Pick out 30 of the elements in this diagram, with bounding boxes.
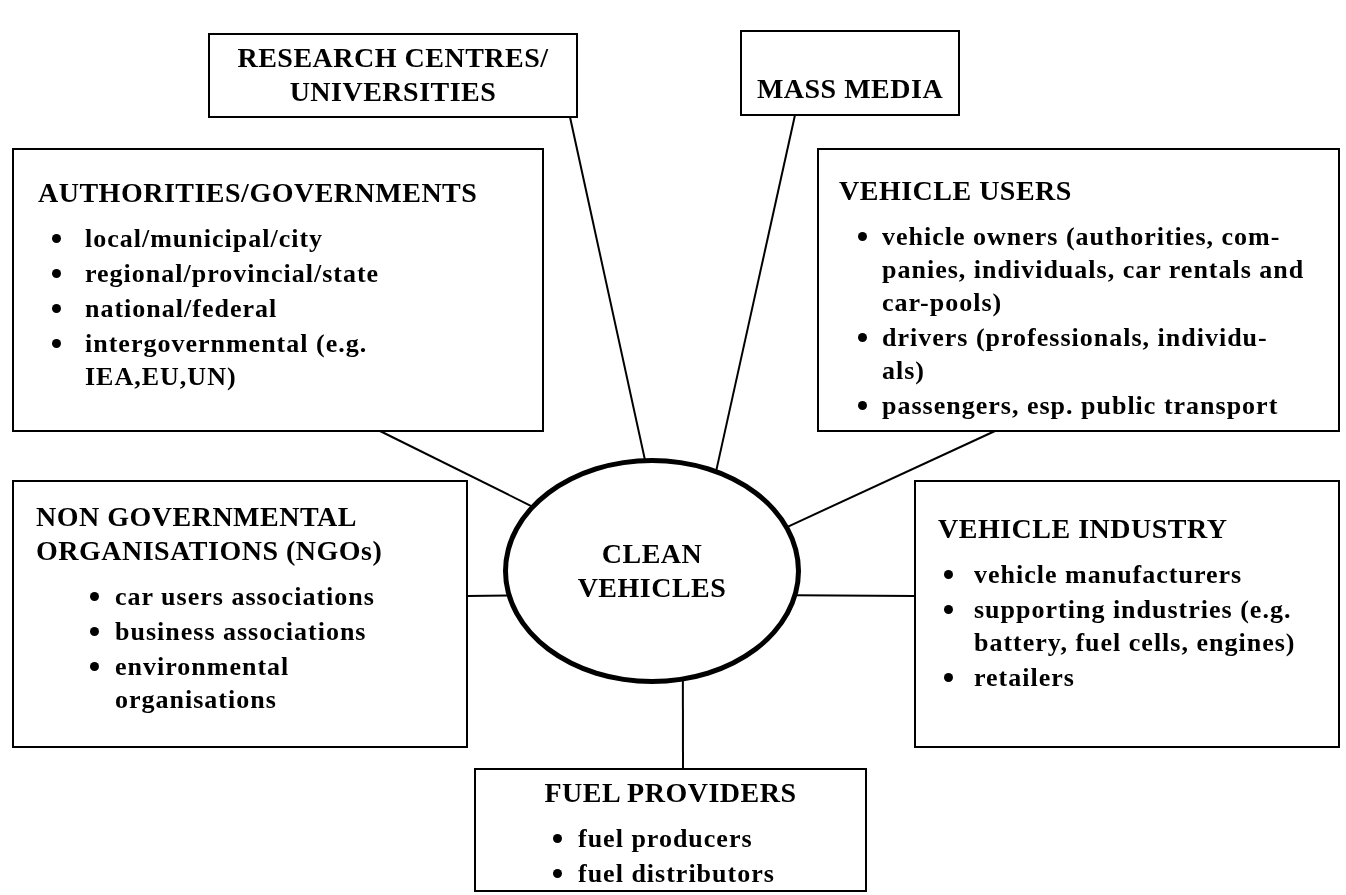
bullet-item: fuel producers: [578, 824, 753, 853]
bullet-item: vehicle manufacturers: [974, 560, 1243, 589]
bullet-item: local/municipal/city: [85, 224, 324, 253]
stakeholder-box: [474, 768, 867, 892]
heading: AUTHORITIES/GOVERNMENTS: [38, 176, 479, 210]
bullet-item: supporting industries (e.g. battery, fuel cells, engines): [974, 595, 1296, 657]
stakeholder-box: [740, 30, 960, 116]
bullet-item: retailers: [974, 663, 1075, 692]
heading: VEHICLE INDUSTRY: [938, 512, 1229, 546]
stakeholder-box: [914, 480, 1340, 748]
bullet-item: drivers (professionals, individu- als): [882, 323, 1268, 385]
stakeholder-box: [12, 480, 468, 748]
stakeholder-box: [208, 33, 578, 118]
heading: NON GOVERNMENTAL ORGANISATIONS (NGOs): [36, 500, 384, 568]
bullet-item: passengers, esp. public transport: [882, 391, 1279, 420]
stakeholder-box: [12, 148, 544, 432]
heading: MASS MEDIA: [755, 72, 945, 106]
bullet-item: national/federal: [85, 294, 278, 323]
bullet-item: fuel distributors: [578, 859, 775, 888]
heading: CLEAN VEHICLES: [576, 537, 728, 605]
bullet-item: car users associations: [115, 582, 375, 611]
heading: RESEARCH CENTRES/ UNIVERSITIES: [236, 41, 550, 109]
bullet-item: regional/provincial/state: [85, 259, 380, 288]
bullet-item: environmental organisations: [115, 652, 290, 714]
bullet-item: vehicle owners (authorities, com- panies, individuals, car rentals and car-pools): [882, 222, 1305, 317]
bullet-item: business associations: [115, 617, 367, 646]
bullet-item: intergovernmental (e.g. IEA,EU,UN): [85, 329, 368, 391]
stakeholder-box: [817, 148, 1340, 432]
heading: VEHICLE USERS: [839, 174, 1073, 208]
heading: FUEL PROVIDERS: [543, 776, 798, 810]
